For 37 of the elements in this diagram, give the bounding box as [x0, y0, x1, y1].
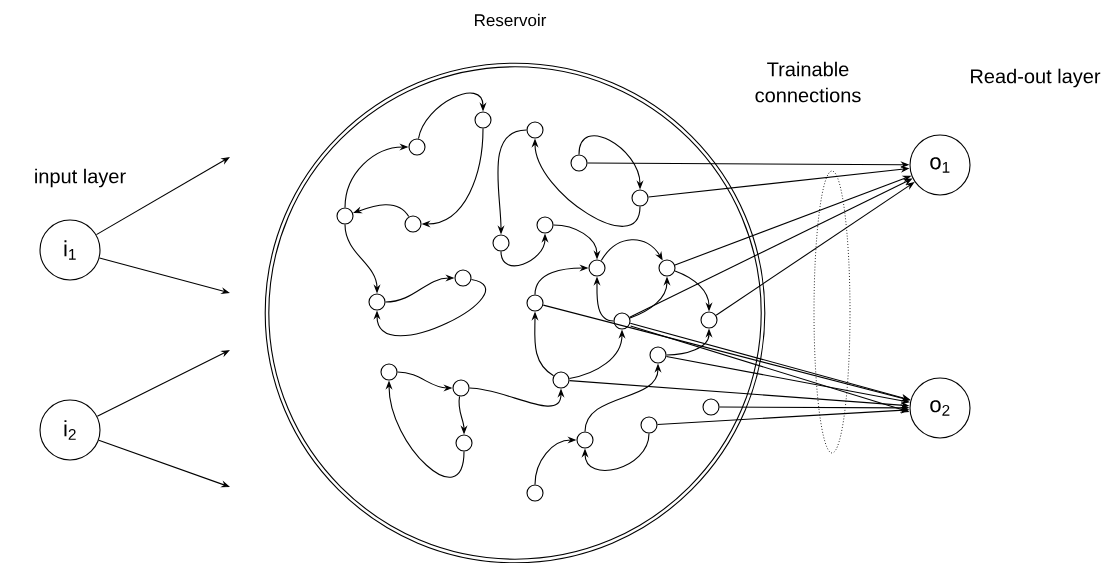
reservoir-unit: [454, 269, 472, 287]
layer-label: input layer: [35, 168, 126, 188]
reservoir-unit: [552, 371, 570, 389]
reservoir-unit: [649, 346, 667, 364]
reservoir-unit: [526, 121, 544, 139]
arrow: [600, 239, 663, 262]
reservoir-unit: [700, 311, 718, 329]
reservoir-unit: [588, 259, 606, 277]
arrow: [353, 204, 410, 218]
reservoir-unit: [526, 294, 544, 312]
reservoir-unit: [336, 207, 354, 225]
arrow: [373, 278, 487, 337]
reservoir-unit: [404, 215, 422, 233]
reservoir-unit: [526, 484, 544, 502]
reservoir-unit: [658, 259, 676, 277]
reservoir-unit: [613, 312, 631, 330]
reservoir-unit: [576, 431, 594, 449]
layer-label: Trainable connections: [755, 61, 861, 103]
reservoir-unit: [640, 416, 658, 434]
layer-label: Read-out layer: [971, 68, 1101, 88]
arrow: [581, 433, 650, 471]
reservoir-unit: [536, 216, 554, 234]
reservoir-unit: [631, 189, 649, 207]
heading: Reservoir: [475, 13, 547, 27]
reservoir-unit: [368, 293, 386, 311]
arrow: [417, 92, 487, 140]
reservoir-unit: [570, 154, 588, 172]
reservoir-unit: [408, 138, 426, 156]
arrow: [96, 350, 230, 417]
arrow: [95, 157, 230, 236]
arrow: [98, 439, 230, 488]
reservoir-unit: [474, 111, 492, 129]
reservoir-unit: [380, 363, 398, 381]
reservoir-unit: [492, 234, 510, 252]
reservoir-unit: [455, 434, 473, 452]
reservoir-unit: [452, 379, 470, 397]
reservoir-unit: [702, 398, 720, 416]
